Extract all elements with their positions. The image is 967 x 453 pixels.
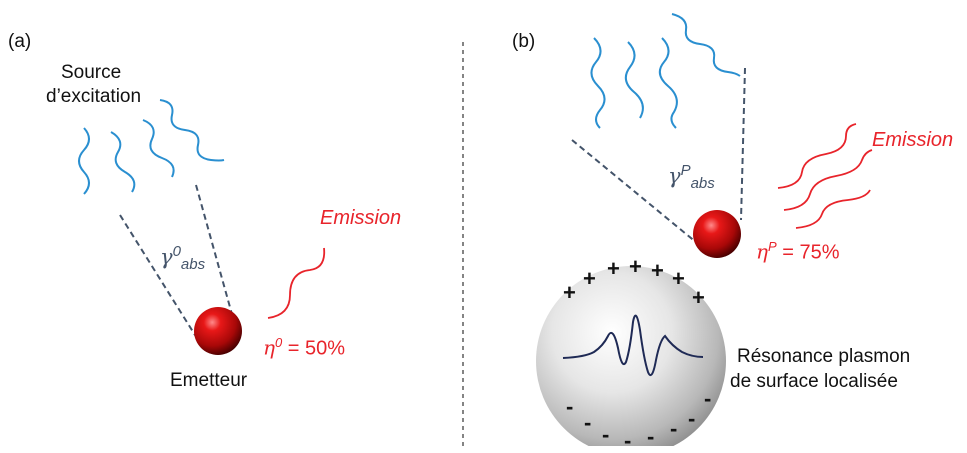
cone-edge-right — [195, 184, 234, 319]
panel-b-label: (b) — [512, 31, 536, 52]
excitation-wave — [671, 13, 741, 77]
positive-charge: + — [563, 280, 576, 305]
cone-edge-left — [119, 214, 201, 344]
excitation-wave — [142, 119, 175, 178]
eta-superscript: 0 — [274, 335, 283, 350]
negative-charge: - — [704, 386, 712, 411]
plasmon-oscillation-wave — [562, 314, 704, 376]
emission-wave — [777, 123, 857, 189]
panel-b-emission-label: Emission — [872, 129, 954, 151]
panel-a-absorption-rate: γ0abs — [160, 244, 205, 272]
gamma-symbol: γ — [668, 164, 681, 188]
negative-charge: - — [688, 406, 696, 431]
nanoparticle-sphere — [536, 266, 726, 446]
excitation-wave — [78, 127, 90, 195]
gamma-superscript: 0 — [172, 243, 181, 260]
panel-b-absorption-cone — [571, 67, 746, 244]
panel-a-absorption-cone — [119, 184, 234, 344]
excitation-wave — [590, 37, 606, 129]
eta-superscript: P — [767, 239, 777, 254]
negative-charge: - — [647, 424, 655, 449]
source-label-line1: Source — [61, 62, 122, 83]
gamma-symbol: γ — [160, 245, 173, 269]
excitation-wave — [159, 99, 225, 162]
positive-charge: + — [629, 254, 642, 279]
eta-symbol: η — [756, 239, 768, 264]
excitation-wave — [624, 41, 644, 119]
plasmon-label-line1: Résonance plasmon — [737, 346, 911, 367]
panel-b-absorption-rate: γPabs — [668, 163, 715, 191]
emission-wave — [795, 189, 871, 229]
panel-b-emitter-sphere — [693, 210, 741, 258]
negative-charge: - — [584, 410, 592, 435]
gamma-subscript: abs — [690, 175, 715, 193]
plasmon-label-line2: de surface localisée — [730, 371, 898, 392]
panel-a-emitter-sphere — [194, 307, 242, 355]
eta-symbol: η — [263, 335, 275, 360]
panel-a-excitation-waves — [78, 99, 225, 195]
negative-charge: - — [624, 428, 632, 453]
negative-charge: - — [602, 422, 610, 447]
cone-edge-left — [571, 139, 698, 244]
positive-charge: + — [672, 266, 685, 291]
gamma-subscript: abs — [180, 256, 206, 274]
efficiency-value: = 75% — [776, 241, 840, 264]
positive-charge: + — [607, 256, 620, 281]
panel-a-label: (a) — [8, 31, 32, 52]
excitation-wave — [110, 131, 136, 193]
emission-wave — [783, 149, 873, 211]
emitter-label: Emetteur — [170, 370, 248, 391]
excitation-wave — [658, 37, 678, 129]
source-label-line2: d’excitation — [46, 86, 142, 107]
panel-b-emission-waves — [777, 123, 873, 229]
panel-b-excitation-waves — [590, 13, 741, 129]
positive-charge: + — [651, 258, 664, 283]
panel-a-efficiency: η0 = 50% — [263, 336, 345, 359]
cone-edge-right — [740, 67, 746, 221]
gamma-superscript: P — [680, 162, 691, 179]
panel-a-emission-wave — [267, 247, 326, 319]
negative-charge: - — [670, 416, 678, 441]
efficiency-value: = 50% — [282, 337, 346, 360]
panel-b-efficiency: ηP = 75% — [756, 240, 839, 263]
panel-a-emission-label: Emission — [320, 207, 402, 229]
positive-charge: + — [692, 285, 705, 310]
negative-charge: - — [566, 394, 574, 419]
positive-charge: + — [583, 266, 596, 291]
